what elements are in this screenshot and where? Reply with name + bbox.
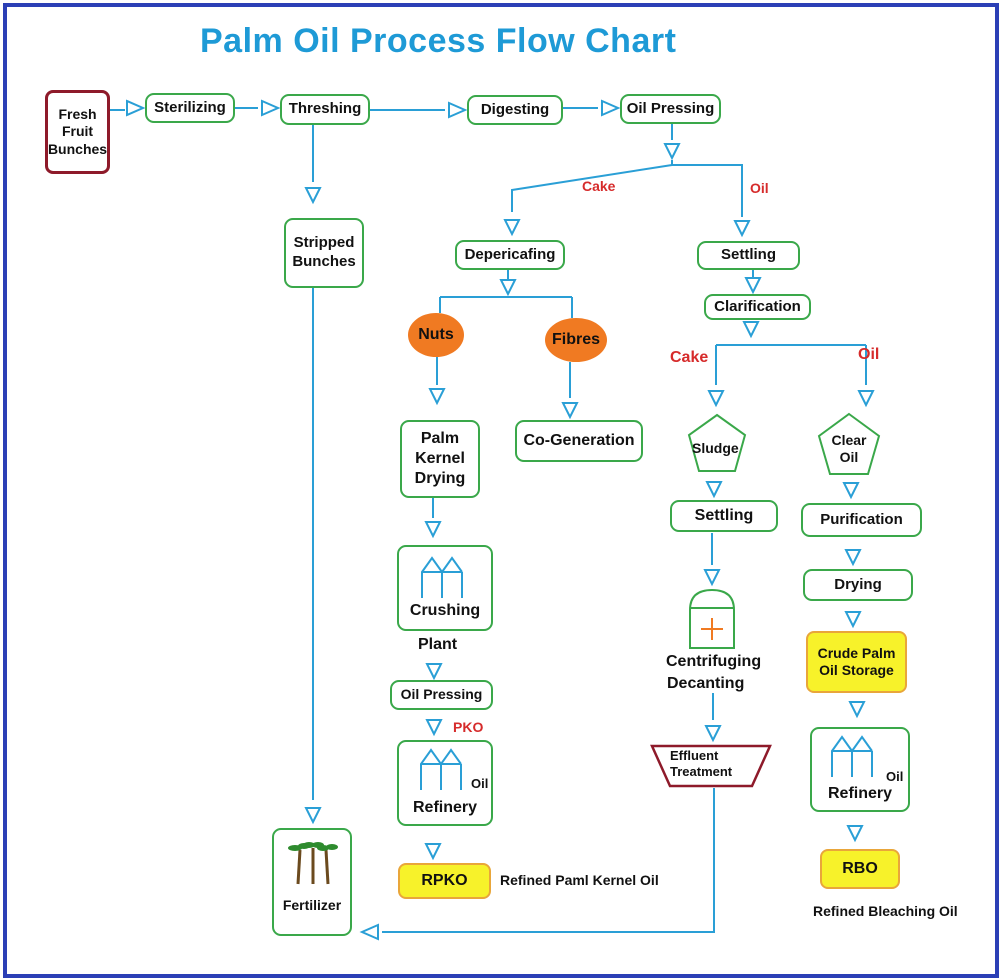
clear-oil-pentagon xyxy=(817,412,881,475)
arrow-down-50 xyxy=(844,611,862,629)
arrow-left-47 xyxy=(359,923,379,941)
node-plant: Plant xyxy=(418,636,458,653)
chart-title: Palm Oil Process Flow Chart xyxy=(200,22,677,60)
label-oil-2: Oil xyxy=(858,346,880,363)
node-settling-1: Settling xyxy=(697,241,800,270)
node-oil-pressing-kernel: Oil Pressing xyxy=(390,680,493,710)
node-threshing: Threshing xyxy=(280,94,370,125)
label-cake-2: Cake xyxy=(670,349,709,366)
arrow-right-2 xyxy=(126,99,146,117)
arrow-down-48 xyxy=(842,482,860,500)
refinery-right-oil: Oil xyxy=(886,769,904,784)
silo-icon xyxy=(421,556,463,598)
node-palm-kernel-drying: Palm Kernel Drying xyxy=(400,420,480,498)
arrow-down-43 xyxy=(703,569,721,587)
arrow-down-35 xyxy=(742,321,760,339)
node-fresh-fruit-bunches: Fresh Fruit Bunches xyxy=(45,90,110,174)
arrow-down-40 xyxy=(857,390,875,408)
connector-line-46 xyxy=(382,788,715,933)
node-fertilizer: Fertilizer xyxy=(272,828,352,936)
palm-tree-icon xyxy=(288,842,338,885)
refinery-right-icon xyxy=(831,735,873,777)
arrow-down-38 xyxy=(707,390,725,408)
rpko-description: Refined Paml Kernel Oil xyxy=(500,872,659,888)
label-pko: PKO xyxy=(453,719,484,735)
arrow-down-45 xyxy=(704,725,722,743)
node-refinery-left: Oil Refinery xyxy=(397,740,493,826)
arrow-right-8 xyxy=(601,99,621,117)
centrifuge-vessel xyxy=(689,588,735,649)
refinery-left-label: Refinery xyxy=(412,799,478,816)
arrow-right-6 xyxy=(448,101,468,119)
node-fertilizer-label: Fertilizer xyxy=(282,896,342,913)
arrow-down-49 xyxy=(844,549,862,567)
node-stripped-bunches: Stripped Bunches xyxy=(284,218,364,288)
connector-line-17 xyxy=(511,164,673,212)
node-refinery-right: Oil Refinery xyxy=(810,727,910,812)
node-clarification: Clarification xyxy=(704,294,811,320)
arrow-down-30 xyxy=(425,663,443,681)
node-decanting: Decanting xyxy=(667,675,745,692)
arrow-down-27 xyxy=(561,402,579,420)
rbo-description: Refined Bleaching Oil xyxy=(813,903,958,919)
node-fibres: Fibres xyxy=(545,318,607,362)
arrow-right-4 xyxy=(261,99,281,117)
refinery-left-icon xyxy=(420,748,462,790)
node-effluent-treatment: Effluent Treatment xyxy=(670,748,733,779)
node-co-generation: Co-Generation xyxy=(515,420,643,462)
node-digesting: Digesting xyxy=(467,95,563,125)
arrow-down-41 xyxy=(705,481,723,499)
arrow-down-51 xyxy=(848,701,866,719)
arrow-down-16 xyxy=(733,220,751,238)
node-clear-oil: Clear Oil xyxy=(831,431,867,466)
arrow-down-14 xyxy=(663,143,681,161)
arrow-down-18 xyxy=(503,219,521,237)
connector-line-15 xyxy=(671,160,743,217)
label-cake-1: Cake xyxy=(582,178,616,194)
node-purification: Purification xyxy=(801,503,922,537)
arrow-down-10 xyxy=(304,187,322,205)
node-sludge: Sludge xyxy=(692,440,739,456)
node-rbo: RBO xyxy=(820,849,900,889)
node-drying: Drying xyxy=(803,569,913,601)
label-oil-1: Oil xyxy=(750,180,769,196)
arrow-down-34 xyxy=(744,277,762,295)
arrow-down-52 xyxy=(846,825,864,843)
arrow-down-31 xyxy=(425,719,443,737)
sludge-pentagon xyxy=(687,413,747,472)
arrow-down-12 xyxy=(304,807,322,825)
arrow-down-20 xyxy=(499,279,517,297)
node-crude-palm-oil-storage: Crude Palm Oil Storage xyxy=(806,631,907,693)
node-depericafing: Depericafing xyxy=(455,240,565,270)
node-sterilizing: Sterilizing xyxy=(145,93,235,123)
node-centrifuging: Centrifuging xyxy=(666,653,762,670)
effluent-trapezoid xyxy=(650,744,772,788)
arrow-down-29 xyxy=(424,521,442,539)
arrow-down-25 xyxy=(428,388,446,406)
refinery-left-oil: Oil xyxy=(471,776,489,791)
node-rpko: RPKO xyxy=(398,863,491,899)
refinery-right-label: Refinery xyxy=(827,785,893,802)
node-oil-pressing-top: Oil Pressing xyxy=(620,94,721,124)
outer-frame xyxy=(3,3,999,978)
node-crushing-label: Crushing xyxy=(409,602,481,619)
node-crushing: Crushing xyxy=(397,545,493,631)
node-settling-2: Settling xyxy=(670,500,778,532)
node-nuts: Nuts xyxy=(408,313,464,357)
arrow-down-32 xyxy=(424,843,442,861)
